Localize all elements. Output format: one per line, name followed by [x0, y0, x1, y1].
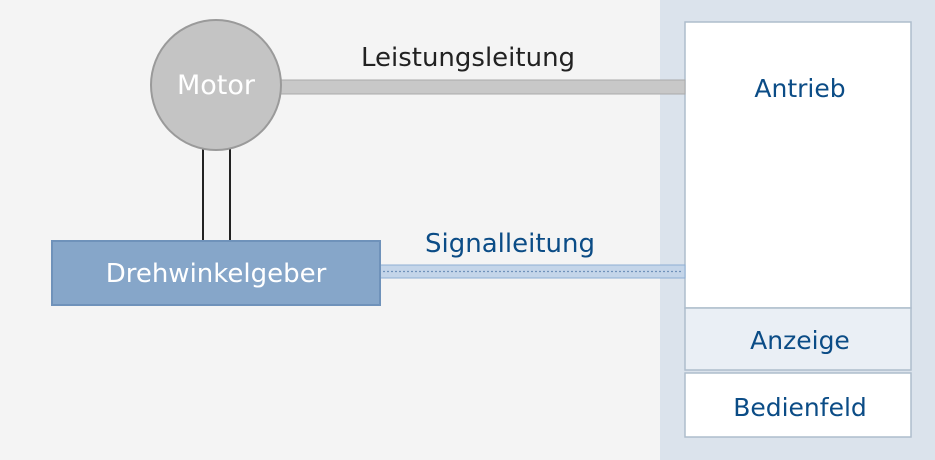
power-line-label: Leistungsleitung	[361, 43, 575, 73]
motor-label: Motor	[177, 70, 256, 101]
control-panel-label: Bedienfeld	[733, 393, 867, 422]
encoder-label: Drehwinkelgeber	[106, 259, 327, 289]
motor-circle	[150, 19, 282, 151]
display-label: Anzeige	[750, 326, 850, 355]
drive-label: Antrieb	[754, 74, 845, 103]
signal-line-label: Signalleitung	[425, 229, 595, 259]
encoder-box	[51, 240, 381, 306]
control-panel-box	[684, 372, 912, 438]
power-line	[274, 79, 686, 95]
display-box	[684, 307, 912, 371]
drive-box	[684, 21, 912, 309]
